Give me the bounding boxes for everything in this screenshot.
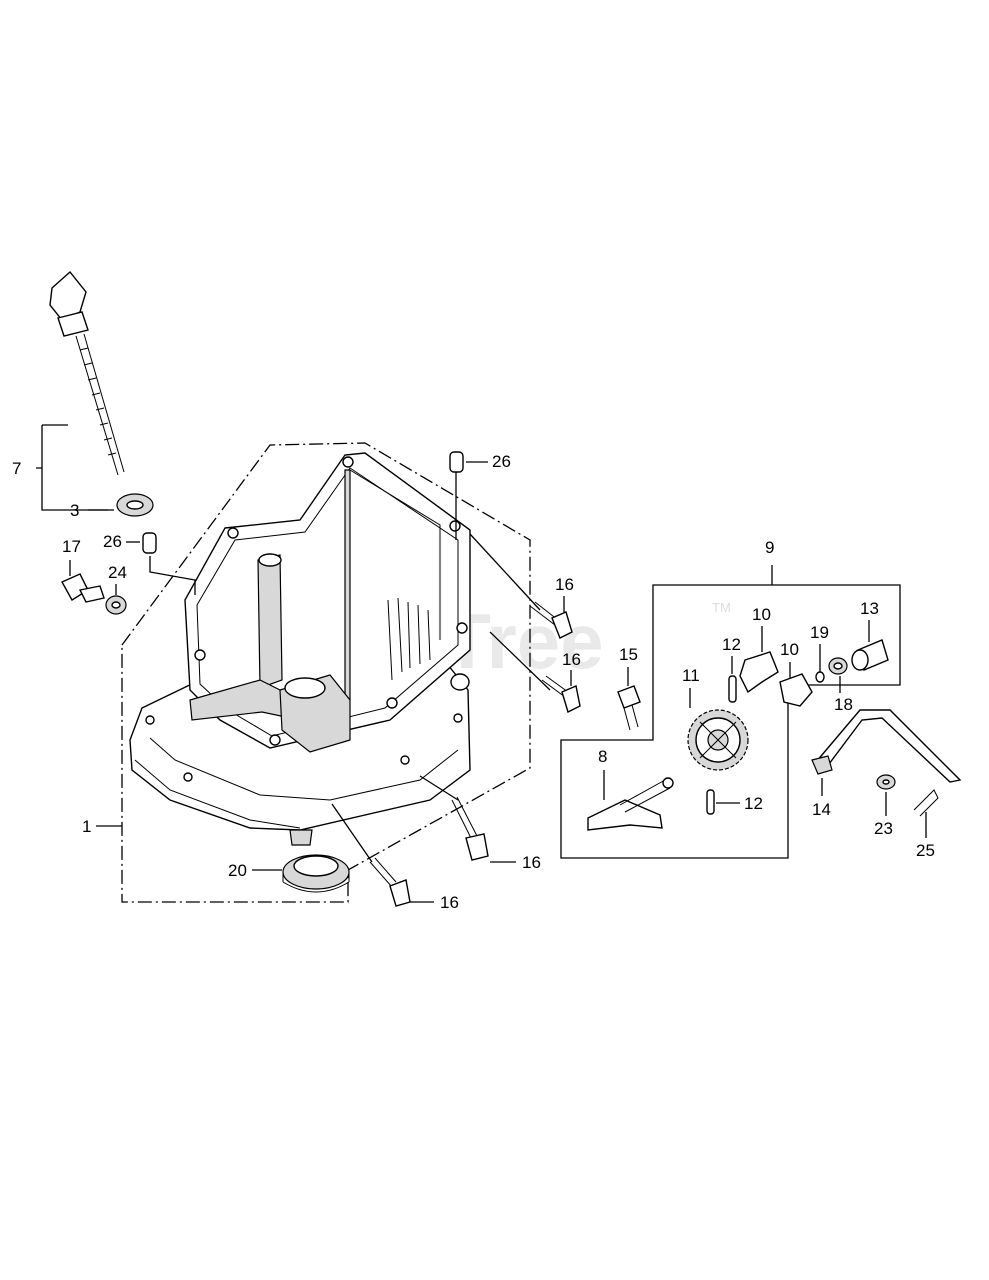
callout-16-b: 16 <box>562 650 581 669</box>
callout-9: 9 <box>765 538 774 557</box>
oil-case-drawing <box>121 442 531 903</box>
dowel-pin-right <box>449 451 464 473</box>
callout-23: 23 <box>874 819 893 838</box>
callout-16-a: 16 <box>555 575 574 594</box>
callout-17: 17 <box>62 537 81 556</box>
oil-case-group-outline <box>121 442 531 903</box>
callout-8: 8 <box>598 747 607 766</box>
governor-weights-drawing <box>739 651 813 707</box>
governor-shaft-drawing <box>587 777 674 831</box>
callout-11: 11 <box>682 666 700 685</box>
callout-26-right: 26 <box>492 452 511 471</box>
governor-gear-drawing <box>687 709 749 771</box>
pin-12-upper <box>728 675 737 703</box>
governor-group-outline <box>560 584 901 859</box>
oil-seal-drawing <box>282 854 350 893</box>
callout-12-lower: 12 <box>744 794 763 813</box>
callout-26-left: 26 <box>103 532 122 551</box>
clip-25 <box>913 789 939 817</box>
callout-25: 25 <box>916 841 935 860</box>
clip-19 <box>815 671 825 683</box>
callout-7: 7 <box>12 459 21 478</box>
callout-10-right: 10 <box>780 640 799 659</box>
callout-3: 3 <box>70 501 79 520</box>
holder-13-drawing <box>851 639 889 671</box>
callout-16-d: 16 <box>440 893 459 912</box>
callout-15: 15 <box>619 645 638 664</box>
governor-arm-drawing <box>811 709 962 783</box>
drain-bolt-drawing <box>61 573 127 615</box>
callout-24: 24 <box>108 563 127 582</box>
bolt-15-drawing <box>617 685 641 731</box>
dowel-pin-left <box>142 532 157 554</box>
callout-16-c: 16 <box>522 853 541 872</box>
oil-case-rim <box>184 452 471 749</box>
watermark-tm: TM <box>712 600 731 615</box>
pin-12-lower <box>706 789 715 815</box>
callout-14: 14 <box>812 800 831 819</box>
callout-13: 13 <box>860 599 879 618</box>
oil-filler-cap-drawing <box>49 270 154 517</box>
callout-19: 19 <box>810 623 829 642</box>
callout-20: 20 <box>228 861 247 880</box>
callout-10-left: 10 <box>752 605 771 624</box>
flange-bolts-drawing <box>369 601 581 907</box>
callout-1: 1 <box>82 817 91 836</box>
callout-18: 18 <box>834 695 853 714</box>
callout-12-upper: 12 <box>722 635 741 654</box>
